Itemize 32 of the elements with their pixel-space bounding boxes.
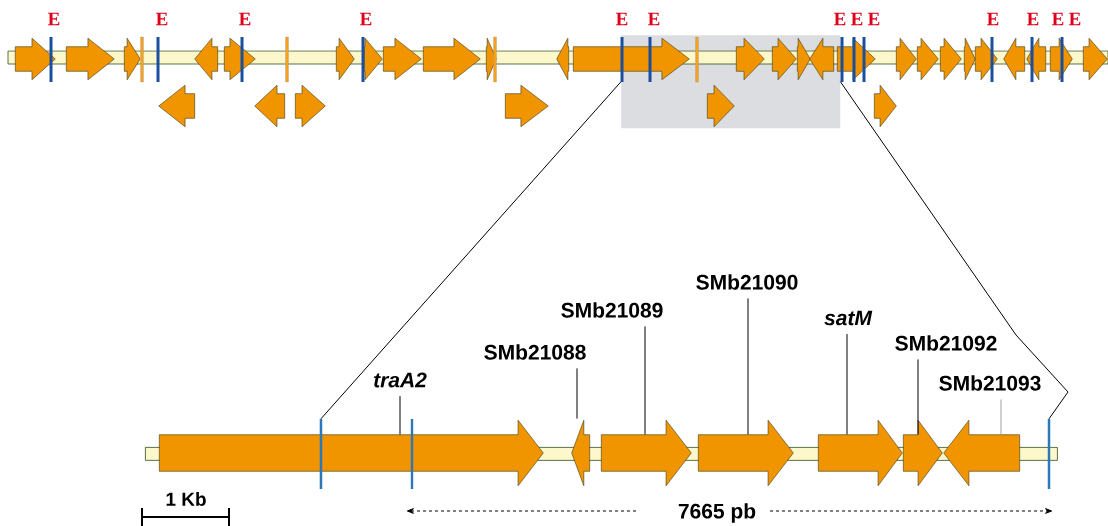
gene-label: SMb21089 (559, 300, 665, 320)
gene-label: SMb21090 (694, 272, 800, 292)
site-label: E (1052, 12, 1064, 26)
gene-label: SMb21092 (893, 333, 999, 353)
site-label: E (851, 12, 863, 26)
gene-label: SMb21093 (937, 373, 1043, 393)
site-label: E (616, 12, 628, 26)
gene-label: satM (822, 309, 874, 327)
gene-block (571, 419, 590, 487)
site-mark (319, 419, 323, 489)
gene-block (601, 419, 692, 487)
zoom-line (320, 81, 622, 420)
site-label: E (360, 12, 372, 26)
site-label: E (48, 12, 60, 26)
gene-block (943, 419, 1020, 487)
site-label: E (987, 12, 999, 26)
dimension-label: 7665 pb (678, 503, 756, 523)
gene-block (698, 419, 794, 487)
site-label: E (834, 12, 846, 26)
gene-block (903, 419, 943, 487)
site-label: E (1027, 12, 1039, 26)
gene-block (159, 419, 544, 487)
gene-label: traA2 (371, 371, 429, 389)
site-label: E (868, 12, 880, 26)
site-label: E (156, 12, 168, 26)
site-label: E (239, 12, 251, 26)
gene-label: SMb21088 (482, 342, 588, 362)
site-label: E (1069, 12, 1081, 26)
gene-block (818, 419, 903, 487)
zoom-line (839, 81, 1069, 420)
scale-label: 1 Kb (166, 492, 206, 506)
site-mark (1047, 419, 1051, 489)
